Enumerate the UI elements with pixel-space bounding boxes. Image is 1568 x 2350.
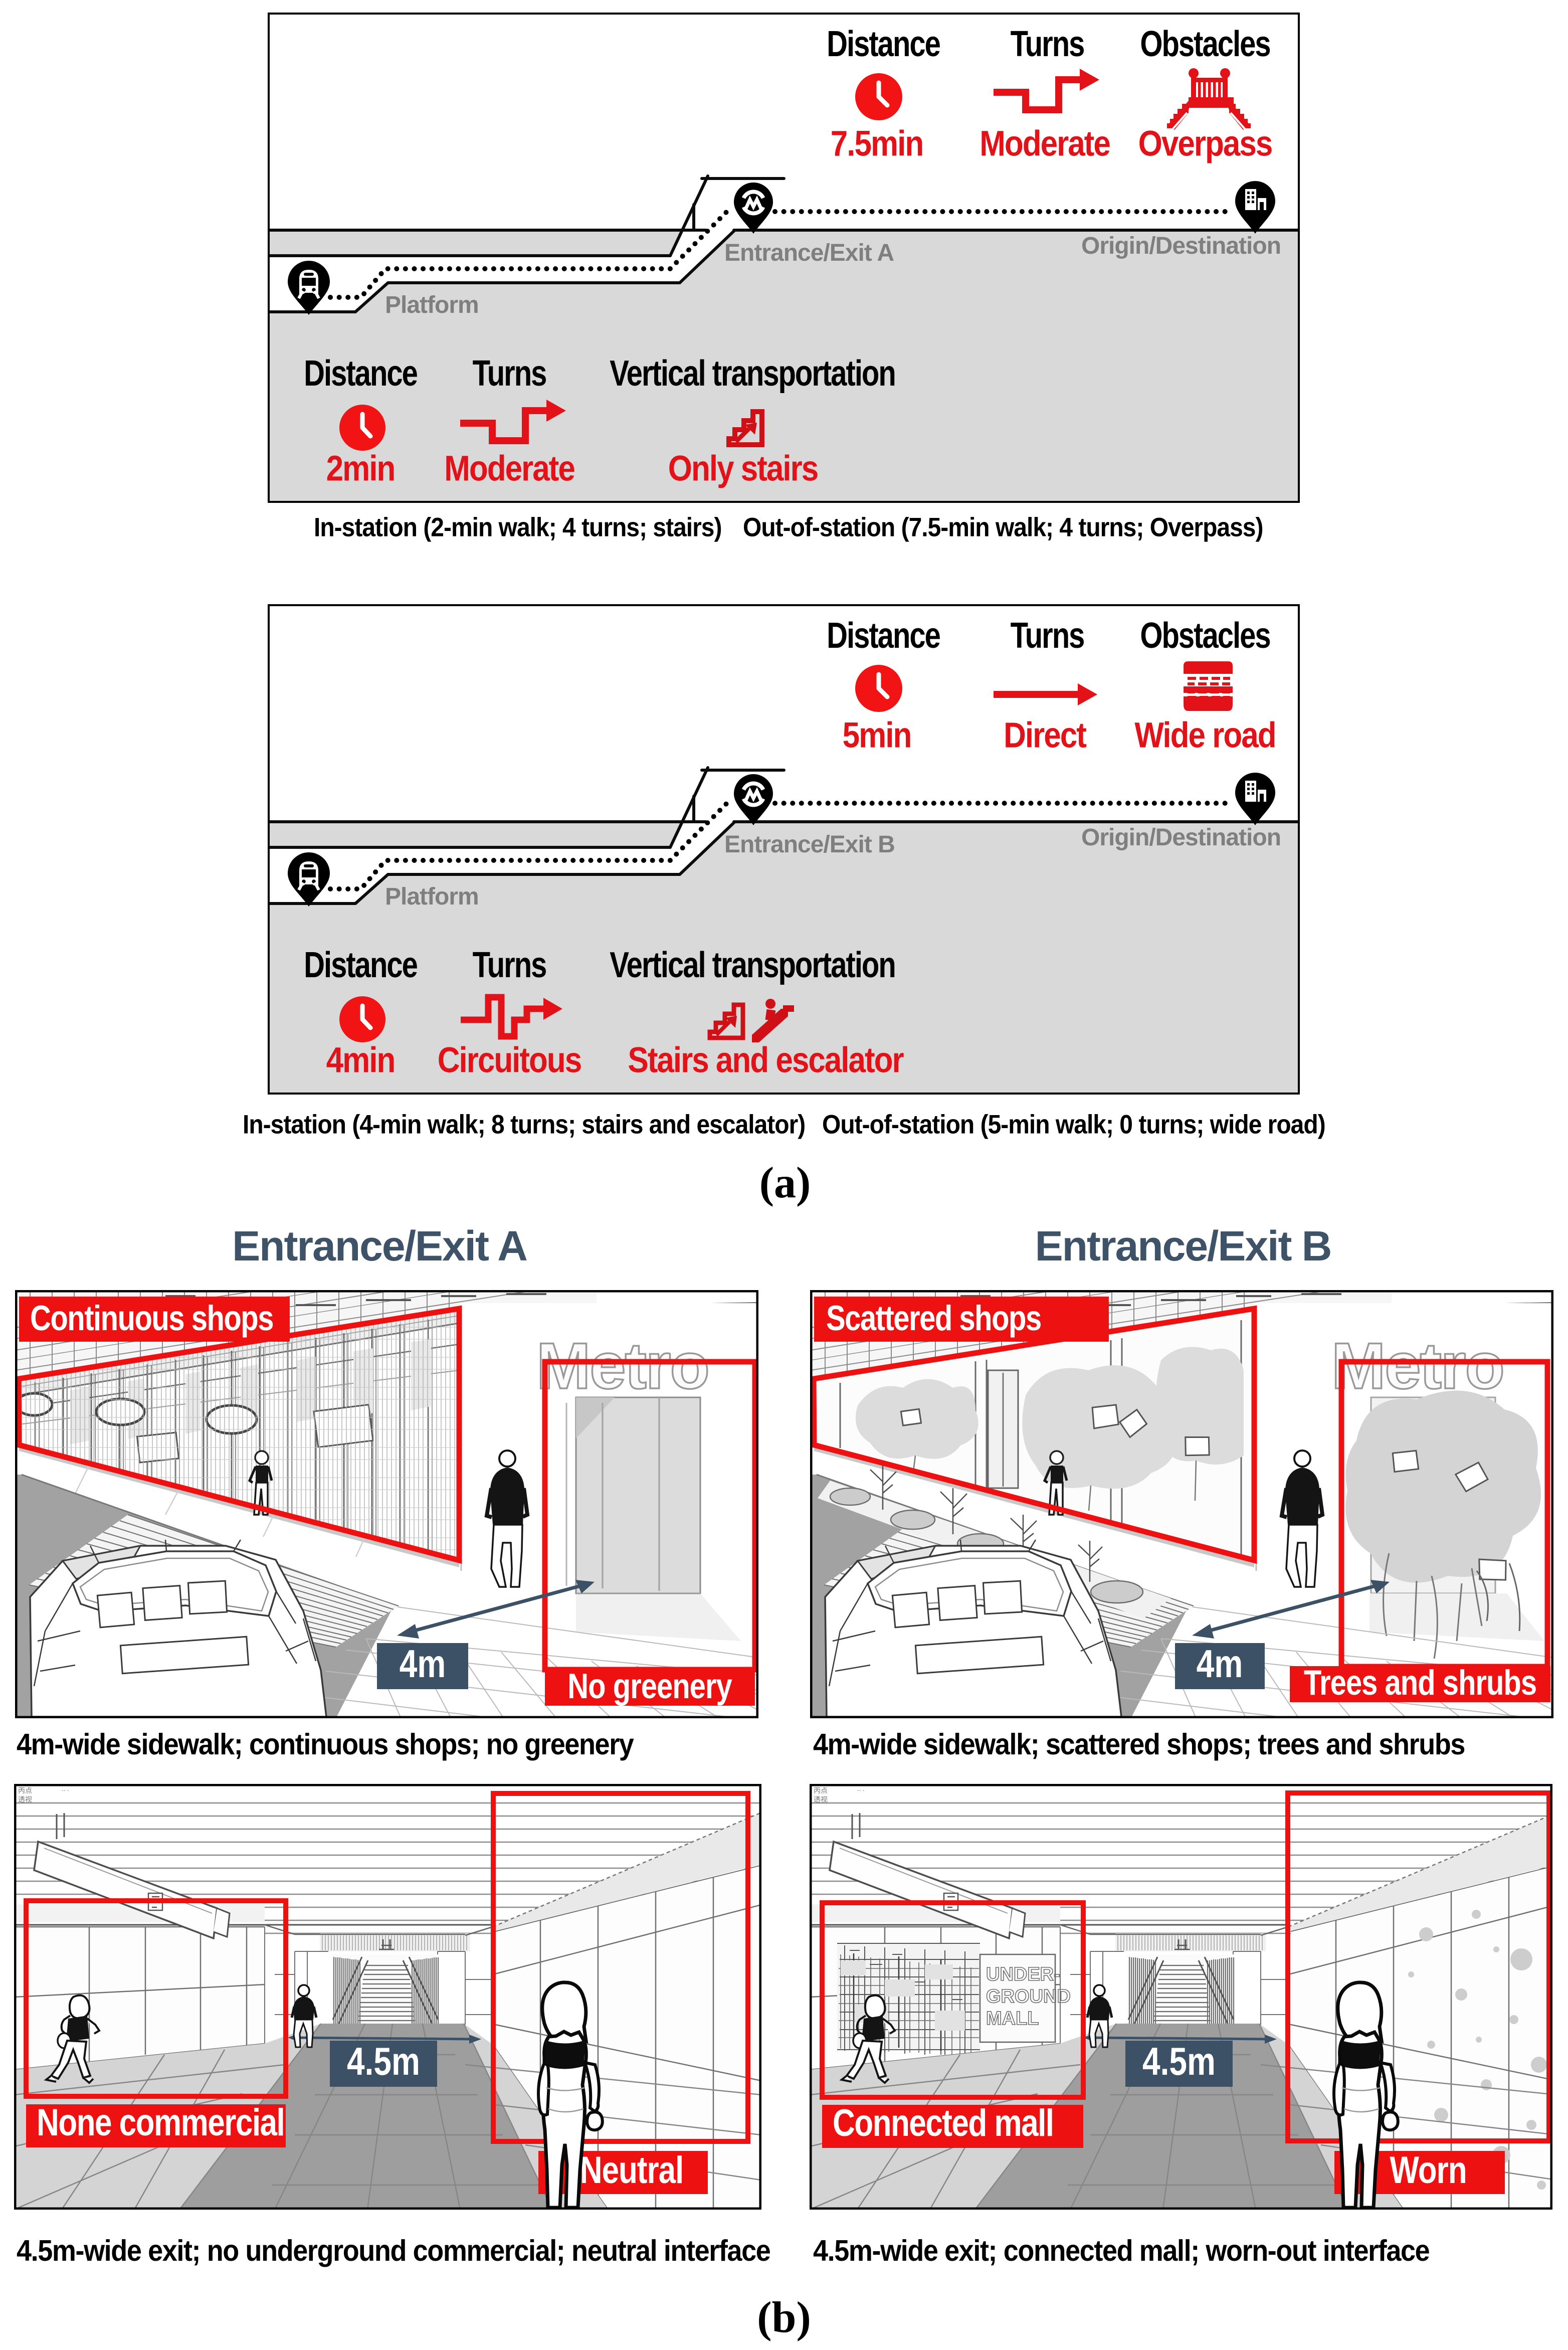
svg-text:透视: 透视 [814, 1795, 828, 1803]
svg-text:.. .: .. . [62, 1784, 69, 1792]
svg-text:GROUND: GROUND [986, 1986, 1071, 2007]
svg-text:MALL: MALL [986, 2008, 1039, 2029]
svg-text:Continuous shops: Continuous shops [30, 1298, 273, 1338]
svg-text:丙点: 丙点 [814, 1786, 828, 1794]
svg-text:.. .: .. . [857, 1784, 864, 1792]
svg-text:Connected mall: Connected mall [833, 2101, 1054, 2144]
svg-text:None commercial: None commercial [37, 2101, 284, 2143]
svg-text:4m: 4m [1197, 1642, 1243, 1686]
svg-text:UNDER-: UNDER- [986, 1964, 1060, 1985]
svg-text:4.5m: 4.5m [1142, 2040, 1216, 2083]
svg-text:4m: 4m [400, 1642, 446, 1686]
svg-text:No greenery: No greenery [567, 1666, 732, 1706]
svg-text:Worn: Worn [1390, 2148, 1466, 2191]
svg-text:Metro: Metro [1331, 1329, 1504, 1402]
svg-text:4.5m: 4.5m [347, 2040, 420, 2083]
svg-text:Neutral: Neutral [580, 2148, 684, 2191]
svg-text:Metro: Metro [536, 1329, 709, 1402]
svg-text:Scattered shops: Scattered shops [826, 1298, 1041, 1338]
svg-text:丙点: 丙点 [18, 1786, 32, 1794]
svg-text:透视: 透视 [18, 1795, 32, 1803]
svg-text:Trees and shrubs: Trees and shrubs [1304, 1662, 1536, 1702]
